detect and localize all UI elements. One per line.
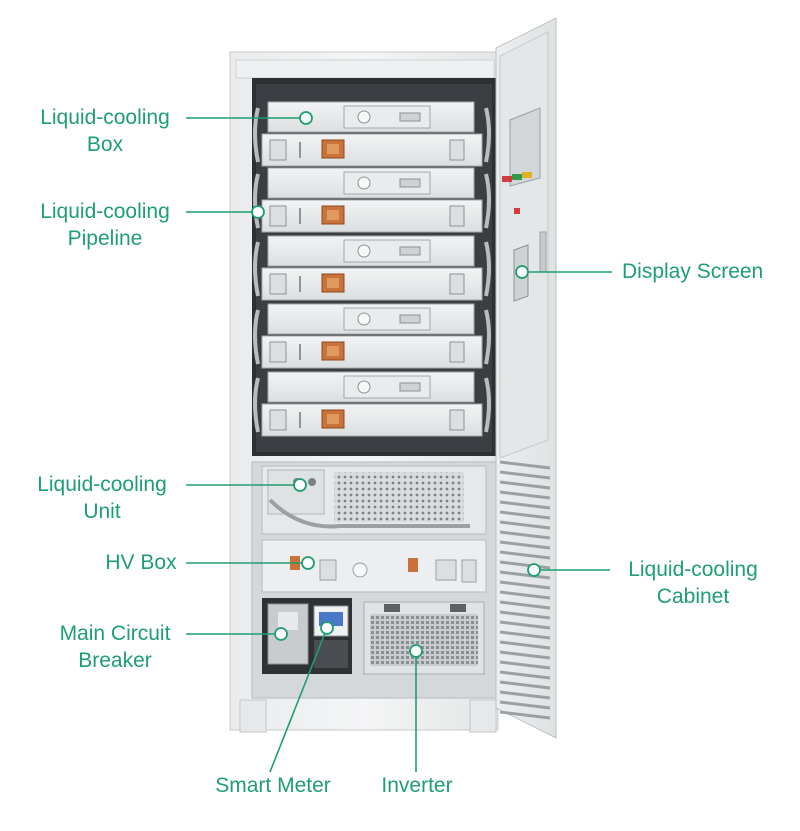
label-hv-box: HV Box: [105, 551, 177, 574]
liquid-cooling-unit: [261, 465, 487, 535]
battery-modules: [253, 101, 491, 437]
leader-lines: [186, 117, 612, 773]
battery-module: [253, 371, 491, 437]
cabinet-door: [495, 17, 557, 739]
label-inverter: Inverter: [381, 774, 453, 797]
label-smart-meter: Smart Meter: [215, 774, 331, 797]
inverter: [363, 601, 485, 675]
hv-box: [261, 539, 487, 593]
battery-module: [253, 167, 491, 233]
callout-markers: [251, 111, 541, 658]
label-display-screen: Display Screen: [622, 260, 764, 283]
battery-module: [253, 303, 491, 369]
battery-module: [253, 235, 491, 301]
battery-module: [253, 101, 491, 167]
